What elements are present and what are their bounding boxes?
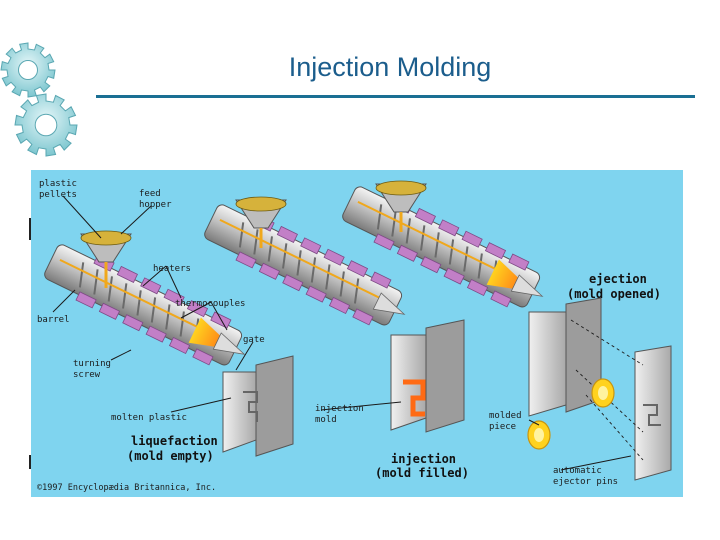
stage-subtitle-liquefaction: (mold empty) [127,449,214,463]
label-thermocouples: thermocouples [175,299,245,309]
left-edge-tick [29,218,31,240]
gear-icon [0,42,78,157]
label-molded-piece: molded [489,411,522,421]
label-injection-mold: injection [315,404,364,414]
stage-subtitle-ejection: (mold opened) [567,287,661,301]
stage-title-ejection: ejection [589,272,647,286]
title-underline [96,95,695,98]
label-feed-hopper: hopper [139,200,172,210]
label-turning-screw: screw [73,370,101,380]
label-barrel: barrel [37,315,70,325]
label-injection-mold: mold [315,415,337,425]
label-gate: gate [243,335,265,345]
label-plastic-pellets: pellets [39,190,77,200]
label-heaters: heaters [153,264,191,274]
label-plastic-pellets: plastic [39,179,77,189]
label-feed-hopper: feed [139,189,161,199]
injection-molding-diagram: plastic pellets feed hopper heaters ther… [31,170,683,497]
machine-unit-ejection [342,180,672,481]
copyright-notice: ©1997 Encyclopædia Britannica, Inc. [37,483,216,493]
machine-unit-injection [204,196,465,433]
label-molded-piece: piece [489,422,516,432]
stage-subtitle-injection: (mold filled) [375,466,469,480]
label-ejector-pins: ejector pins [553,477,618,487]
label-ejector-pins: automatic [553,466,602,476]
pointer-lines [52,195,632,471]
label-molten-plastic: molten plastic [111,413,187,423]
slide-title: Injection Molding [288,52,492,82]
label-turning-screw: turning [73,359,111,369]
stage-title-liquefaction: liquefaction [131,434,218,448]
machine-unit-liquefaction [44,230,294,457]
stage-title-injection: injection [391,452,456,466]
diagram-labels: plastic pellets feed hopper heaters ther… [37,179,661,493]
left-edge-tick [29,455,31,469]
